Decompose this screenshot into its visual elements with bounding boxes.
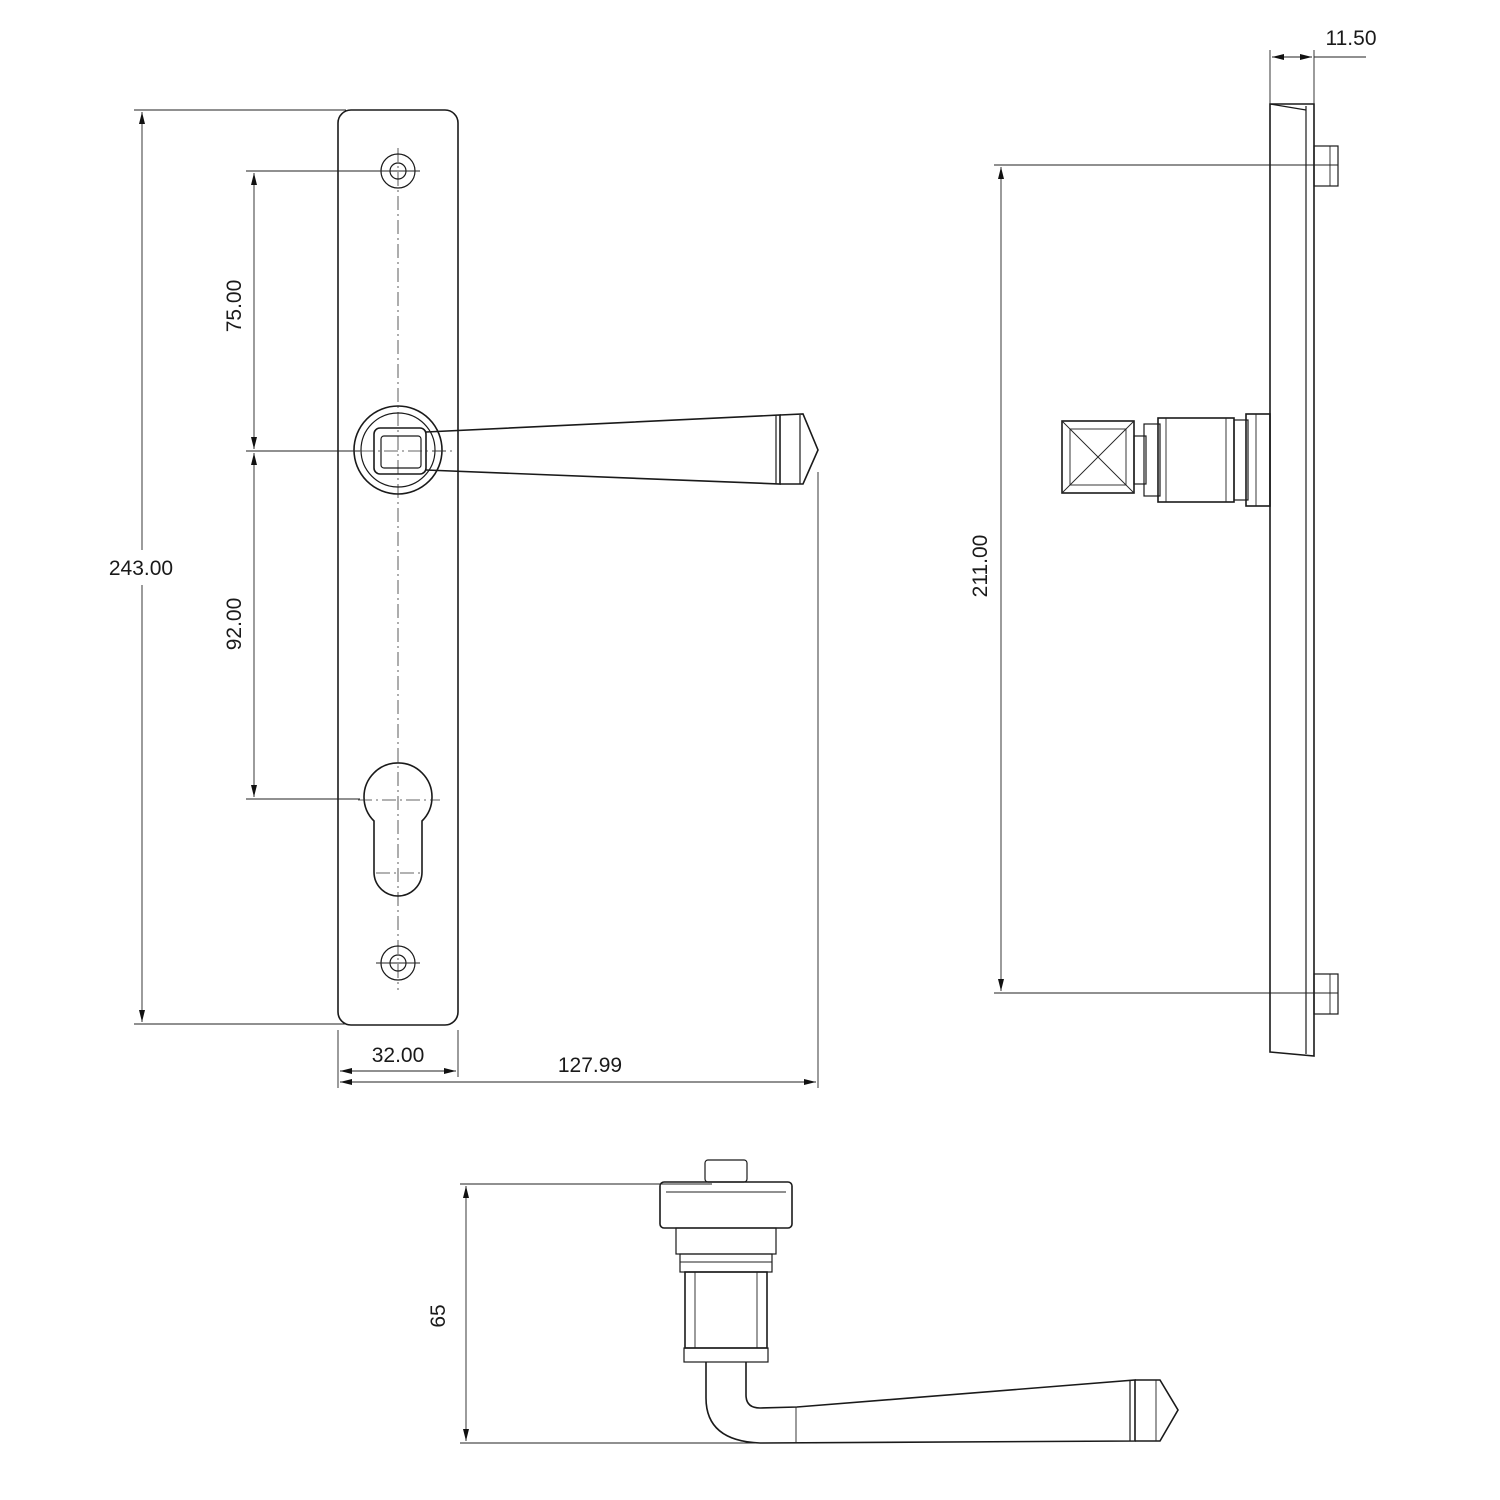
- spindle-assembly: [1061, 413, 1271, 507]
- dim-spacings: 75.00 92.00: [223, 170, 378, 800]
- label-side-depth: 11.50: [1326, 27, 1377, 50]
- side-view: 211.00 11.50: [969, 27, 1377, 1057]
- bottom-fixing-lug: [1313, 973, 1339, 1015]
- top-view: 65: [427, 1159, 1179, 1444]
- dim-handle-height: 65: [427, 1183, 760, 1444]
- front-view: 243.00 75.00 92.00 32.00 127.99: [109, 109, 819, 1088]
- top-screw-hole: [376, 153, 420, 189]
- side-plate-outline: [1269, 103, 1315, 1057]
- bottom-screw-hole: [376, 945, 420, 981]
- dim-fixing-centres: 211.00: [969, 164, 1338, 994]
- label-upper-spacing: 75.00: [223, 280, 246, 333]
- dim-widths: 32.00 127.99: [337, 472, 819, 1088]
- dim-side-depth: 11.50: [1269, 27, 1377, 104]
- top-lever-outline: [705, 1362, 1136, 1444]
- backplate-outline: [337, 109, 459, 1026]
- label-handle-height: 65: [427, 1304, 450, 1327]
- label-fixing-centres: 211.00: [969, 535, 992, 598]
- top-fixing-lug: [1313, 145, 1339, 187]
- cylinder-cutout: [358, 762, 440, 897]
- label-lower-spacing: 92.00: [223, 598, 246, 651]
- label-plate-width: 32.00: [372, 1044, 425, 1067]
- label-plate-height: 243.00: [109, 557, 173, 580]
- dim-plate-height: 243.00: [109, 109, 346, 1025]
- label-projection: 127.99: [558, 1054, 622, 1077]
- lever-handle: [360, 413, 819, 485]
